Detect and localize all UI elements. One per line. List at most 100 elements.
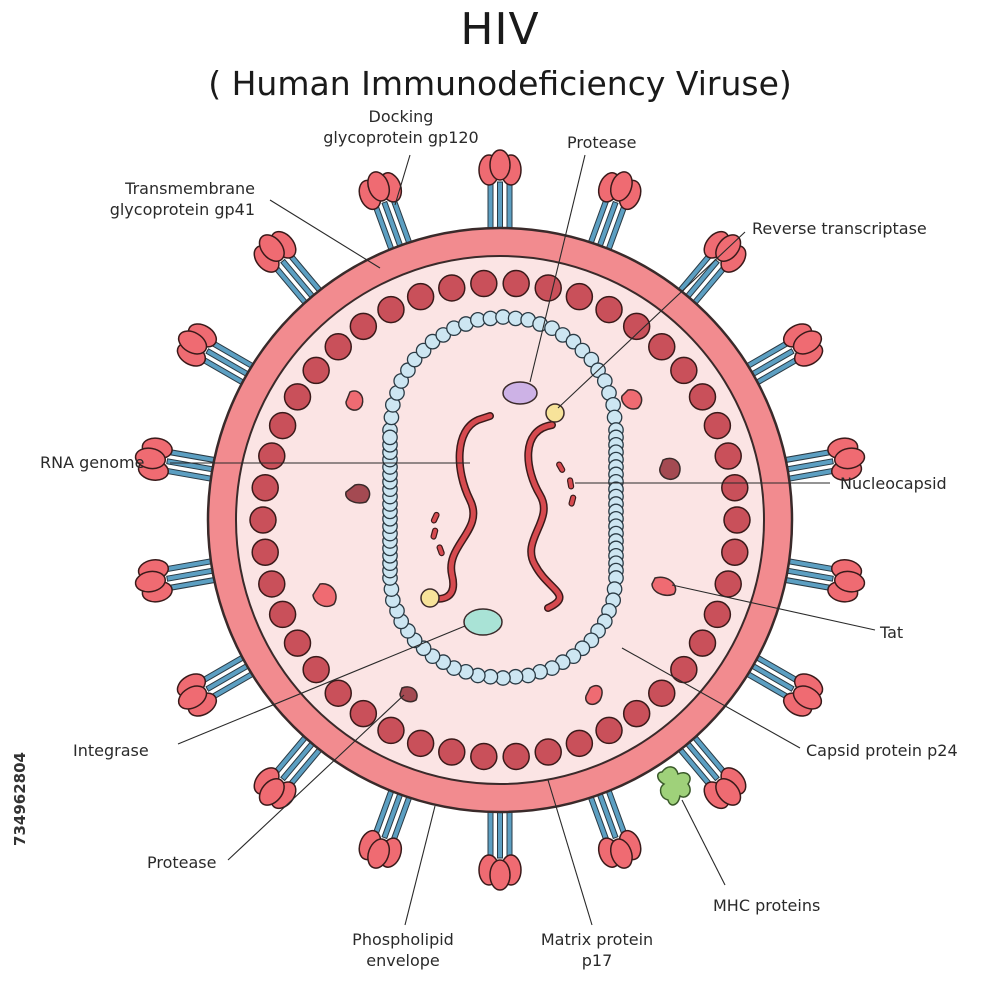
label-tat: Tat (880, 623, 904, 642)
leader-gp120 (394, 154, 411, 206)
nucleocapsid-fragment (430, 527, 439, 540)
label-matrix-line1: Matrix protein (540, 930, 654, 949)
leader-reverse-transcriptase (557, 231, 746, 409)
label-gp120-line2: glycoprotein gp120 (323, 128, 479, 147)
envelope-spike (765, 554, 866, 603)
matrix-protein-bead (534, 738, 562, 766)
rna-strand (525, 422, 562, 611)
gp120-lobe (177, 330, 208, 355)
gp120-lobe (258, 234, 285, 262)
nucleocapsid-fragment (566, 477, 575, 490)
rna-strand (429, 413, 493, 602)
gp120-lobe (134, 447, 167, 470)
label-gp41-line2: glycoprotein gp41 (109, 200, 255, 219)
matrix-protein-bead (502, 269, 530, 298)
gp120-lobe (792, 330, 823, 355)
gp120-lobe (177, 685, 208, 710)
stock-image-id: 734962804 (11, 752, 29, 846)
label-matrix-line2: p17 (581, 951, 613, 970)
matrix-protein-bead (565, 282, 594, 311)
matrix-protein-bead (438, 738, 466, 766)
matrix-protein-bead (377, 716, 405, 745)
matrix-protein-bead (622, 699, 651, 728)
leader-integrase (177, 625, 466, 745)
matrix-protein-bead (703, 411, 732, 440)
matrix-protein-bead (324, 679, 352, 707)
label-gp120-line1: Docking (368, 107, 434, 126)
nucleocapsid-fragment (568, 494, 577, 507)
tat-protein (312, 583, 337, 608)
envelope-spike (478, 149, 522, 249)
matrix-protein-bead (268, 411, 297, 440)
label-capsid: Capsid protein p24 (806, 741, 958, 760)
matrix-protein-bead (283, 629, 312, 657)
matrix-protein-bead (302, 655, 330, 684)
protease-particle (399, 686, 418, 703)
gp120-lobe (833, 447, 866, 470)
envelope-spike (176, 323, 272, 396)
matrix-protein-bead (723, 506, 751, 534)
mhc-protein (657, 766, 691, 806)
tat-protein (620, 389, 643, 410)
matrix-protein-bead (251, 538, 279, 567)
label-gp41-line1: Transmembrane (125, 179, 255, 198)
label-gp120: Docking glycoprotein gp120 (296, 106, 506, 148)
matrix-protein-bead (249, 506, 277, 534)
matrix-protein-bead (595, 295, 623, 324)
label-gp41: Transmembrane glycoprotein gp41 (70, 178, 255, 220)
gp120-lobe (715, 778, 742, 806)
leader-protease-bottom (227, 694, 405, 861)
gp120-lobe (258, 778, 285, 806)
matrix-protein-bead (622, 312, 651, 341)
gp120-lobe (367, 838, 391, 869)
leader-envelope (404, 805, 436, 926)
label-envelope-line1: Phospholipid (352, 930, 454, 949)
diagram-title: HIV (460, 4, 540, 55)
gp120-lobe (134, 570, 167, 593)
matrix-protein-bead (324, 333, 352, 361)
nucleocapsid-fragment (436, 544, 445, 557)
leader-gp41 (269, 199, 381, 269)
capsid-shell (382, 309, 624, 686)
matrix-protein-bead (648, 679, 676, 707)
leader-capsid (621, 647, 801, 749)
tat-protein (345, 390, 364, 411)
gp120-lobe (489, 859, 511, 891)
label-protease-bottom: Protease (147, 853, 217, 872)
matrix-protein-bead (406, 282, 435, 311)
matrix-protein-bead (470, 269, 498, 298)
matrix-protein-ring (249, 269, 751, 771)
label-nucleocapsid: Nucleocapsid (840, 474, 947, 493)
gp120-lobe (792, 685, 823, 710)
matrix-protein-bead (721, 473, 749, 502)
diagram-subtitle: ( Human Immunodeficiency Viruse) (208, 64, 792, 103)
label-envelope: Phospholipid envelope (318, 929, 488, 971)
matrix-protein-bead (470, 742, 498, 771)
matrix-protein-bead (283, 383, 312, 411)
capsid-bead (382, 429, 398, 446)
label-rna-genome: RNA genome (40, 453, 145, 472)
gp120-lobe (833, 570, 866, 593)
matrix-protein-bead (349, 312, 378, 341)
matrix-protein-bead (721, 538, 749, 567)
matrix-protein-bead (534, 274, 562, 302)
tat-protein (651, 576, 677, 596)
protease-particle (659, 457, 681, 480)
matrix-protein-bead (258, 442, 286, 470)
matrix-protein-bead (714, 570, 742, 598)
leader-matrix (547, 779, 593, 926)
leader-tat (671, 584, 876, 631)
gp120-lobe (367, 171, 391, 202)
leader-lines (170, 154, 876, 926)
internal-proteins (312, 381, 681, 706)
gp120-lobe (609, 838, 633, 869)
matrix-protein-bead (688, 629, 717, 657)
reverse-transcriptase-enzyme (545, 403, 565, 423)
nucleocapsid-fragment (430, 511, 440, 524)
leader-mhc (681, 799, 726, 886)
protease-enzyme (502, 381, 538, 405)
gp120-lobe (609, 171, 633, 202)
rna-genome (428, 412, 577, 612)
matrix-protein-bead (565, 729, 594, 758)
